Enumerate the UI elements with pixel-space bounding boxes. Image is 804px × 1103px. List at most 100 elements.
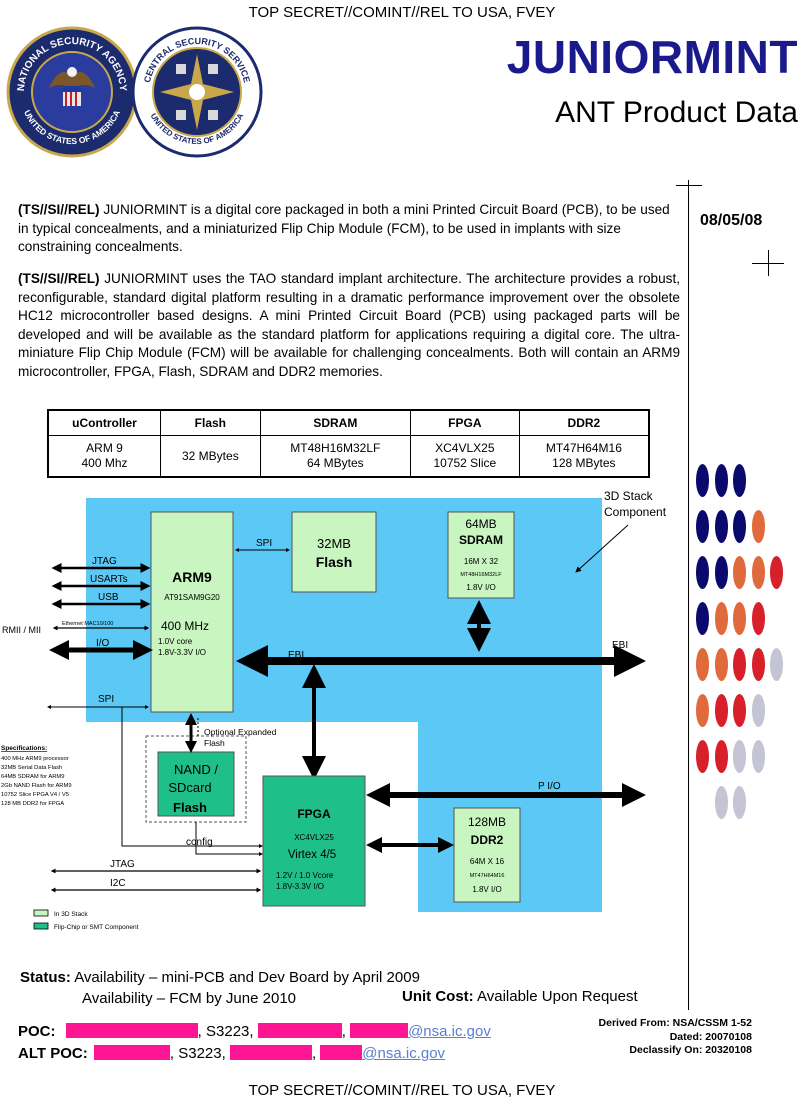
- stack-label-line1: 3D Stack: [604, 489, 654, 503]
- alt-poc-email-link[interactable]: @nsa.ic.gov: [362, 1045, 446, 1062]
- unit-cost-value: Available Upon Request: [477, 988, 638, 1005]
- crosshair-tick: [768, 250, 769, 276]
- sdram-part: MT48H16M32LF: [460, 572, 502, 578]
- rating-dot-gray: [770, 648, 783, 681]
- fpga-io: 1.8V-3.3V I/O: [276, 882, 324, 891]
- spec-item: 10752 Slice FPGA V4 / V5: [1, 792, 69, 798]
- specifications-box: Specifications: 400 MHz ARM9 processor 3…: [0, 742, 90, 814]
- arm9-part: AT91SAM9G20: [164, 593, 220, 602]
- spec-header-ucontroller: uController: [47, 409, 162, 436]
- classification-authority: Derived From: NSA/CSSM 1-52 Dated: 20070…: [599, 1017, 752, 1058]
- paragraph-2: (TS//SI//REL) JUNIORMINT uses the TAO st…: [18, 270, 680, 381]
- optional-label-2: Flash: [204, 738, 225, 748]
- specifications-heading: Specifications:: [1, 745, 47, 752]
- status-label: Status:: [20, 969, 71, 986]
- status-line-2: Availability – FCM by June 2010: [20, 988, 420, 1009]
- ddr2-io: 1.8V I/O: [472, 885, 501, 894]
- rating-dot-orange: [751, 556, 765, 589]
- flash-name: Flash: [316, 554, 353, 570]
- rating-dot-orange: [696, 694, 709, 727]
- arm9-speed: 400 MHz: [161, 619, 209, 633]
- ebi-label-right: EBI: [612, 640, 628, 651]
- rating-dot-orange: [733, 556, 746, 589]
- classification-banner-top: TOP SECRET//COMINT//REL TO USA, FVEY: [248, 4, 556, 21]
- spec-header-fpga: FPGA: [409, 409, 520, 436]
- status-text-1: Availability – mini-PCB and Dev Board by…: [74, 969, 420, 986]
- unit-cost: Unit Cost: Available Upon Request: [402, 988, 638, 1005]
- paragraph-1: (TS//SI//REL) JUNIORMINT is a digital co…: [18, 201, 680, 257]
- ddr2-block: [453, 807, 521, 903]
- rating-dot-gray: [714, 786, 728, 819]
- rating-dot-red: [751, 648, 765, 681]
- document-date: 08/05/08: [700, 212, 763, 229]
- status-line-1: Status: Availability – mini-PCB and Dev …: [20, 967, 420, 988]
- legend-swatch-flipchip: [33, 922, 49, 930]
- spec-item: 64MB SDRAM for ARM9: [1, 774, 64, 780]
- flash-block: [291, 511, 377, 593]
- io-label: I/O: [96, 638, 110, 649]
- fpga-core: 1.2V / 1.0 Vcore: [276, 871, 334, 880]
- spec-cell-line: XC4VLX25: [435, 441, 495, 455]
- config-label: config: [186, 837, 213, 848]
- poc-block: POC: , S3223, , @nsa.ic.gov ALT POC: , S…: [18, 1021, 491, 1065]
- spec-cell-line: 10752 Slice: [433, 456, 497, 470]
- spec-cell-line: 128 MBytes: [552, 456, 616, 470]
- spec-cell-line: 32 MBytes: [182, 448, 239, 463]
- i2c-label: I2C: [110, 878, 126, 889]
- ddr2-size: 128MB: [468, 815, 506, 829]
- rating-dot-orange: [714, 648, 728, 681]
- usb-label: USB: [98, 592, 119, 603]
- rating-dot-blue: [714, 556, 728, 589]
- optional-label: Optional Expanded: [204, 727, 277, 737]
- spec-item: 128 MB DDR2 for FPGA: [1, 801, 64, 807]
- paragraph-1-text: JUNIORMINT is a digital core packaged in…: [18, 202, 670, 254]
- spec-header-flash: Flash: [160, 409, 261, 436]
- ddr2-org: 64M X 16: [470, 857, 505, 866]
- poc-email-link[interactable]: @nsa.ic.gov: [408, 1023, 491, 1040]
- rating-dots: [696, 464, 796, 834]
- spi-left-label: SPI: [98, 694, 114, 705]
- jtag-label: JTAG: [92, 556, 117, 567]
- spi-fpga-link: [121, 707, 263, 848]
- poc-line: POC: , S3223, , @nsa.ic.gov: [18, 1021, 491, 1043]
- redaction-bar: [229, 1045, 312, 1060]
- rating-dot-red: [714, 740, 728, 773]
- rating-dot-red: [733, 648, 746, 681]
- spec-header-sdram: SDRAM: [259, 409, 411, 436]
- paragraph-2-marking: (TS//SI//REL): [18, 271, 100, 286]
- rating-dot-blue: [696, 464, 709, 497]
- poc-org: , S3223,: [197, 1023, 258, 1040]
- spec-cell-line: 400 Mhz: [81, 456, 128, 470]
- rating-dot-red: [714, 694, 728, 727]
- status-block: Status: Availability – mini-PCB and Dev …: [20, 967, 420, 1009]
- alt-poc-label: ALT POC:: [18, 1045, 88, 1062]
- product-title: JUNIORMINT: [506, 31, 798, 83]
- redaction-bar: [65, 1023, 198, 1038]
- rating-dot-gray: [733, 740, 746, 773]
- spec-item: 32MB Serial Data Flash: [1, 765, 62, 771]
- nand-line2: SDcard: [168, 780, 211, 795]
- sdram-name: SDRAM: [459, 533, 503, 547]
- fpga-block: [262, 775, 366, 907]
- rating-dot-gray: [751, 694, 765, 727]
- spec-cell-line: MT48H16M32LF: [290, 441, 381, 455]
- ddr2-name: DDR2: [471, 833, 504, 847]
- spec-header-ddr2: DDR2: [518, 409, 650, 436]
- rating-dot-orange: [733, 602, 746, 635]
- spec-cell-line: MT47H64M16: [545, 441, 622, 455]
- rating-dot-gray: [733, 786, 746, 819]
- sdram-size: 64MB: [465, 517, 496, 531]
- poc-label: POC:: [18, 1023, 56, 1040]
- stack-label-line2: Component: [604, 505, 667, 519]
- unit-cost-label: Unit Cost:: [402, 988, 474, 1005]
- jtag2-label: JTAG: [110, 859, 135, 870]
- rmii-label: RMII / MII: [2, 625, 41, 635]
- ebi-label-mid: EBI: [288, 650, 304, 661]
- spec-cell-line: ARM 9: [86, 441, 123, 455]
- arm9-core: 1.0V core: [158, 637, 193, 646]
- config-link: [195, 822, 263, 856]
- rating-dot-blue: [696, 602, 709, 635]
- sdram-io: 1.8V I/O: [466, 583, 495, 592]
